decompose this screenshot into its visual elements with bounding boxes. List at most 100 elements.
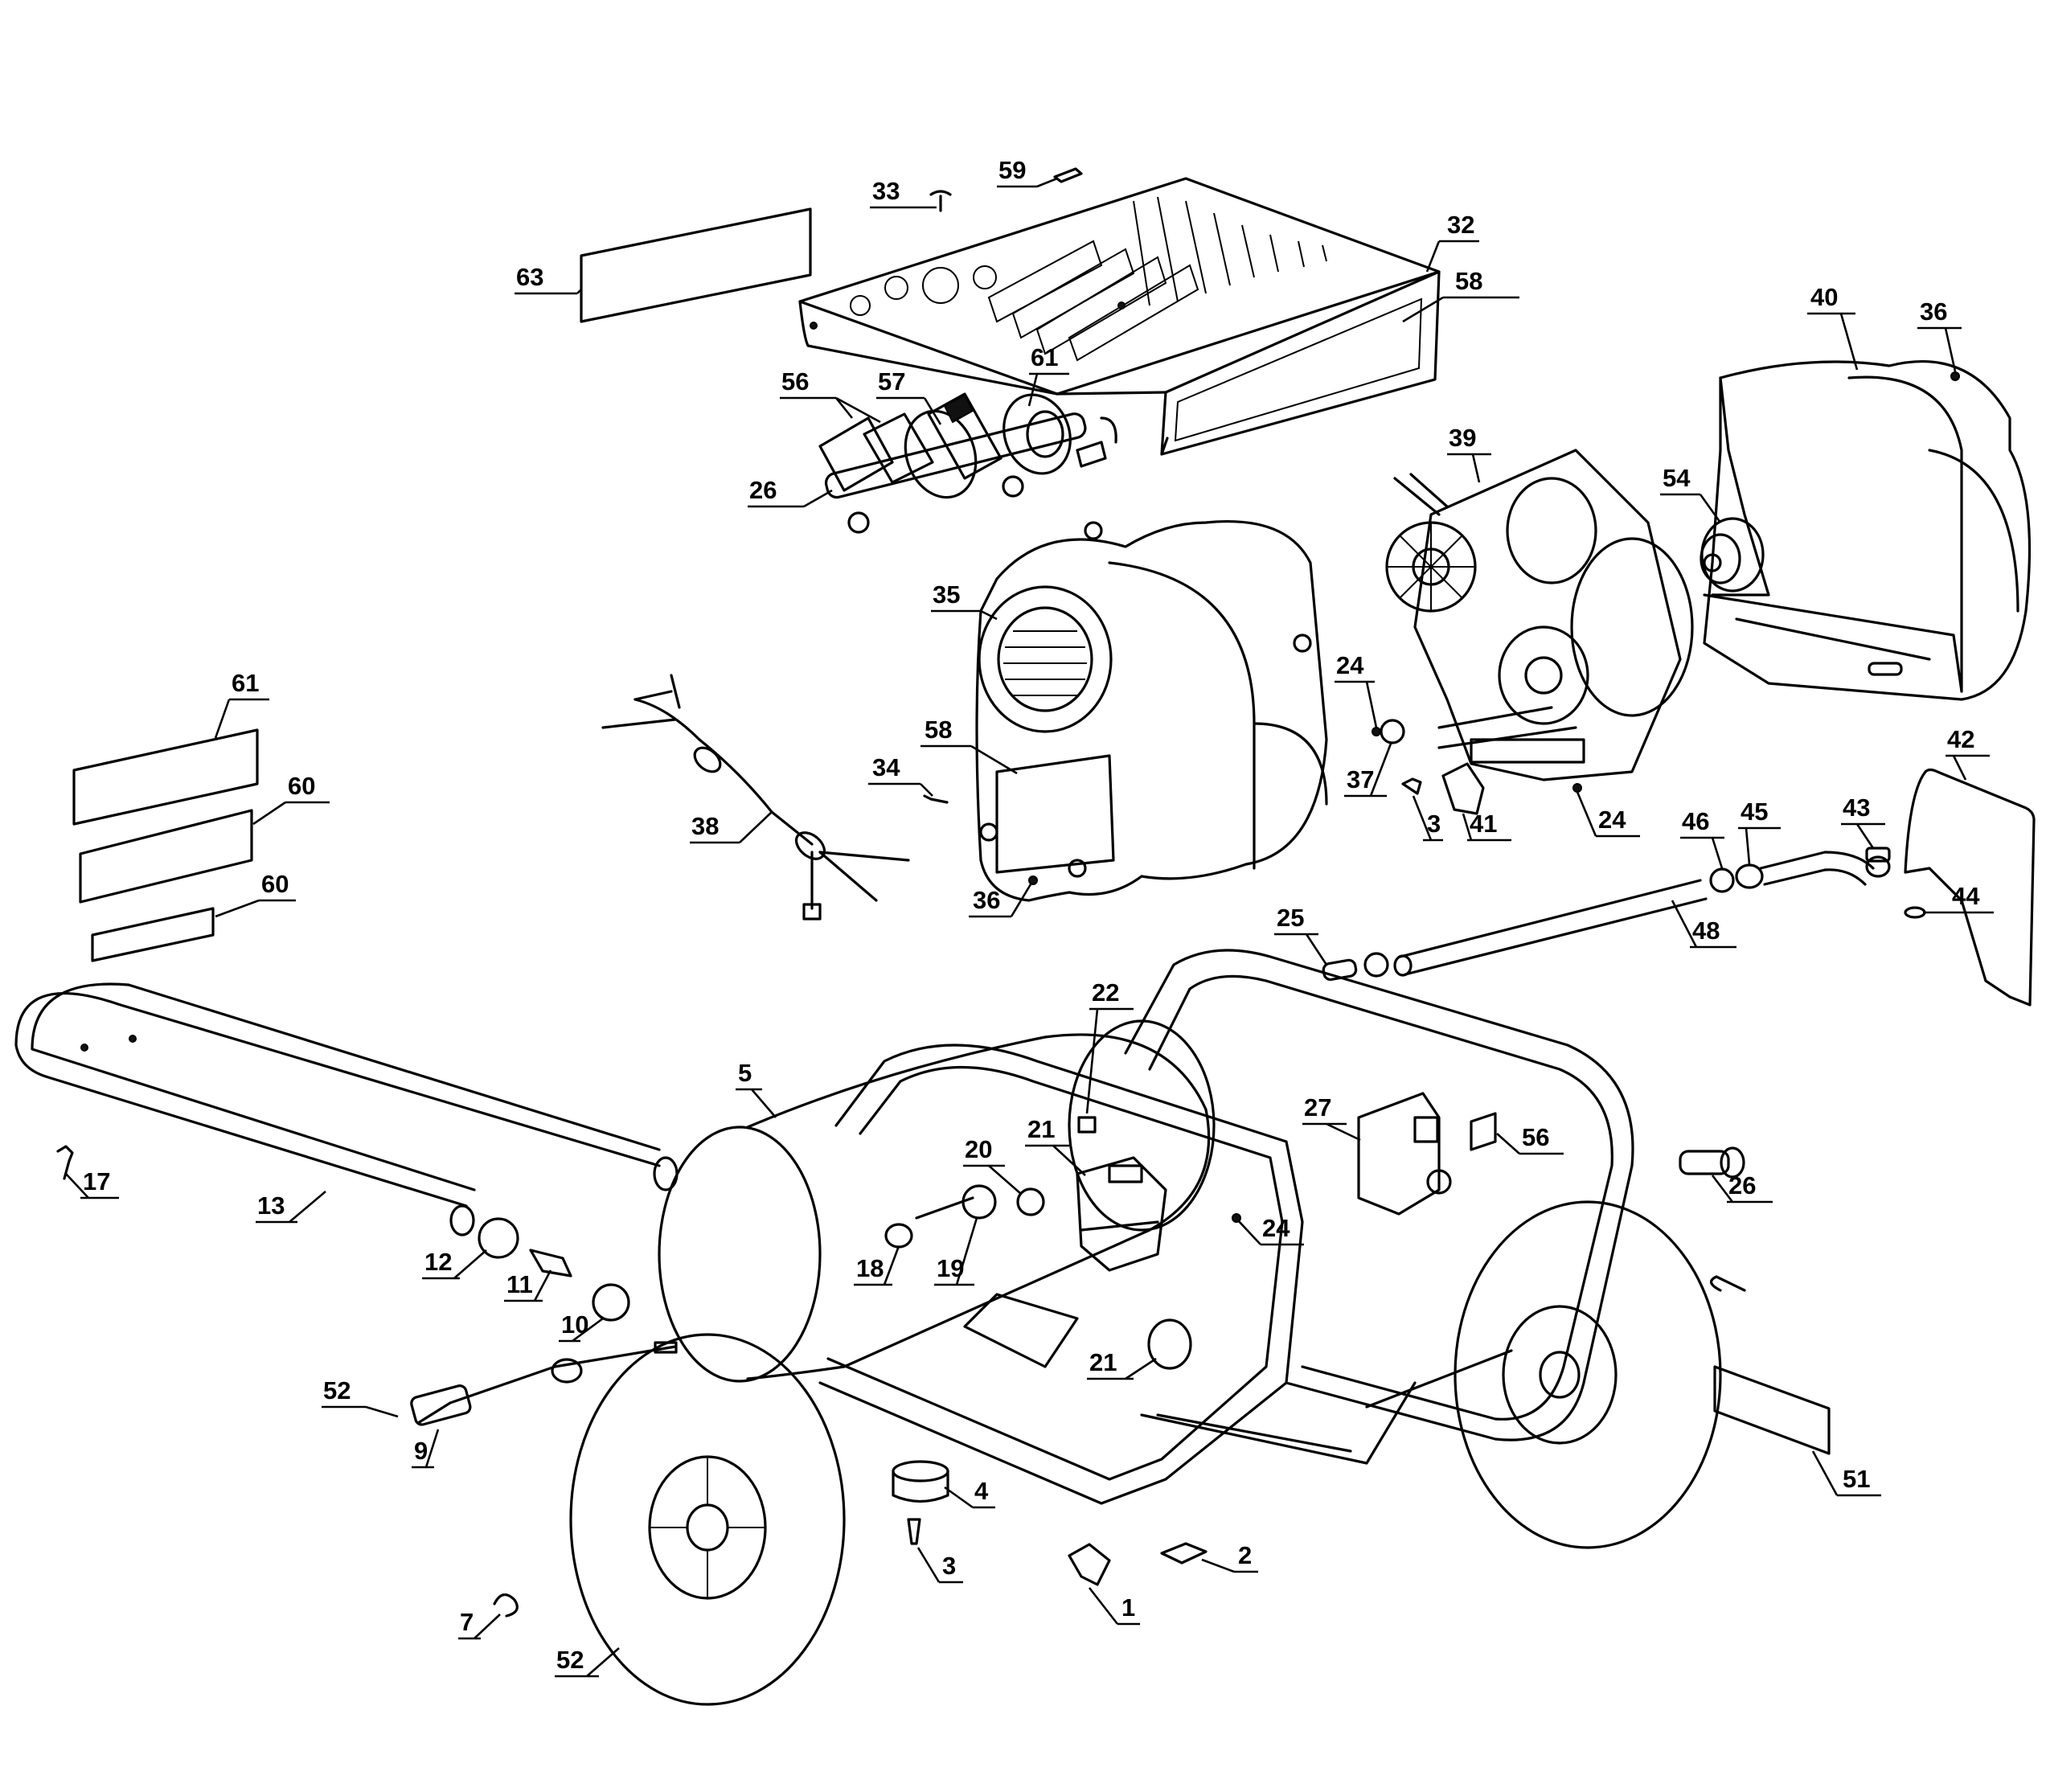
fitting-25 bbox=[1322, 952, 1389, 982]
callout-44: 46 bbox=[1682, 807, 1709, 835]
fitting-26 bbox=[1679, 1146, 1745, 1179]
callout-35: 37 bbox=[1347, 765, 1374, 793]
clamp-44 bbox=[1709, 867, 1735, 893]
callout-2: 2 bbox=[1238, 1541, 1252, 1569]
callout-11: 12 bbox=[424, 1248, 452, 1276]
motor-cover-34 bbox=[975, 519, 1328, 902]
callout-63: 63 bbox=[516, 263, 543, 291]
part-1 bbox=[1068, 1543, 1111, 1586]
callout-58-text: 58 bbox=[925, 716, 952, 744]
callout-24-lower: 24 bbox=[1262, 1214, 1290, 1242]
callout-34: 35 bbox=[933, 580, 960, 609]
hose-45 bbox=[1393, 851, 1875, 977]
callout-17: 18 bbox=[856, 1254, 884, 1282]
washer-35 bbox=[1380, 719, 1405, 744]
fitting-17 bbox=[884, 1223, 913, 1249]
callout-24-upper: 24 bbox=[1336, 651, 1364, 679]
housing-38 bbox=[1703, 359, 2032, 701]
part-2 bbox=[1160, 1542, 1208, 1564]
bushing-11 bbox=[478, 1217, 519, 1259]
screw-32 bbox=[923, 794, 949, 804]
pressure-switch-27 bbox=[1357, 1092, 1452, 1216]
fitting-42 bbox=[1904, 906, 1926, 919]
callout-26-text: 26 bbox=[1728, 1171, 1756, 1199]
callout-52-text: 52 bbox=[323, 1376, 351, 1404]
callout-32: 34 bbox=[872, 753, 900, 781]
label-56 bbox=[1470, 1112, 1497, 1151]
callout-41: 43 bbox=[1843, 793, 1870, 822]
decal-63 bbox=[580, 207, 812, 323]
wire-harness-36 bbox=[601, 674, 910, 921]
tank-5 bbox=[658, 1019, 1216, 1383]
callout-21-text: 21 bbox=[1089, 1348, 1117, 1376]
decal-61 bbox=[72, 728, 259, 826]
fitting-19 bbox=[1016, 1187, 1045, 1216]
callout-61-text: 61 bbox=[232, 669, 259, 697]
frame bbox=[818, 949, 1634, 1505]
callout-5: 5 bbox=[738, 1059, 752, 1087]
clip-53 bbox=[1053, 167, 1083, 183]
bearing-48 bbox=[1700, 517, 1765, 593]
callout-54: 60 bbox=[288, 772, 315, 800]
screw-33-lower bbox=[1028, 875, 1038, 885]
fitting-41 bbox=[1865, 847, 1891, 878]
foot-4 bbox=[892, 1460, 949, 1503]
callout-3-upper: 3 bbox=[1427, 810, 1441, 838]
callout-18: 19 bbox=[937, 1254, 964, 1282]
nut-43 bbox=[1735, 863, 1764, 889]
fitting-18 bbox=[961, 1184, 997, 1220]
screw-24-c bbox=[1232, 1213, 1241, 1223]
screw-3-upper bbox=[1401, 777, 1422, 795]
callouts: 63 33 59 32 58 56 57 61 26 35 57 58 34 bbox=[65, 156, 1994, 1678]
callout-13: 17 bbox=[83, 1167, 110, 1195]
screw-24-a bbox=[1372, 727, 1381, 736]
bracket-39 bbox=[1441, 762, 1485, 815]
wheel-46-left bbox=[569, 1333, 846, 1706]
callout-12: 13 bbox=[257, 1191, 285, 1220]
callout-49: 56 bbox=[781, 367, 809, 396]
drawing bbox=[14, 167, 2036, 1706]
callout-3-lower: 3 bbox=[942, 1552, 956, 1580]
callout-33-upper: 36 bbox=[1920, 297, 1947, 326]
callout-51: 51 bbox=[1843, 1465, 1870, 1493]
motor-37 bbox=[1385, 449, 1694, 781]
callout-22: 22 bbox=[1092, 978, 1119, 1007]
callout-45: 48 bbox=[1692, 917, 1720, 945]
callout-57: 61 bbox=[1031, 343, 1058, 371]
callout-31: 33 bbox=[872, 177, 900, 205]
callout-19: 20 bbox=[965, 1135, 992, 1163]
callout-43: 45 bbox=[1741, 798, 1768, 826]
regulator-20 bbox=[1076, 1156, 1167, 1272]
handle-12 bbox=[14, 982, 679, 1236]
callout-33-lower: 36 bbox=[973, 886, 1000, 914]
power-cord-8 bbox=[410, 1341, 678, 1426]
callout-30: 32 bbox=[1447, 211, 1474, 239]
callout-25: 25 bbox=[1277, 904, 1304, 932]
cotter-pin-7 bbox=[493, 1593, 519, 1618]
callout-1: 1 bbox=[1121, 1593, 1135, 1622]
callout-9: 10 bbox=[561, 1310, 588, 1339]
screw-31 bbox=[929, 190, 952, 212]
callout-59: 58 bbox=[1455, 267, 1482, 295]
part-9 bbox=[592, 1283, 630, 1322]
screw-33-upper bbox=[1950, 371, 1960, 381]
manifold-29 bbox=[818, 392, 1117, 534]
callout-56: 56 bbox=[1522, 1123, 1549, 1151]
part-22 bbox=[1077, 1116, 1097, 1134]
decal-60 bbox=[91, 907, 215, 962]
screw-24-b bbox=[1572, 783, 1582, 793]
callout-40: 42 bbox=[1947, 725, 1974, 753]
callout-24-mid: 24 bbox=[1598, 806, 1626, 834]
shroud-30 bbox=[798, 177, 1441, 456]
rod-18 bbox=[915, 1196, 974, 1220]
callout-10: 11 bbox=[506, 1270, 533, 1298]
callout-39: 41 bbox=[1470, 810, 1497, 838]
callout-36: 38 bbox=[691, 812, 719, 840]
callout-60: 60 bbox=[261, 870, 289, 898]
callout-4: 4 bbox=[974, 1477, 989, 1505]
handle-40 bbox=[1904, 768, 2036, 1007]
callout-46: 52 bbox=[556, 1646, 584, 1674]
cotter-pin-right bbox=[1710, 1275, 1746, 1292]
callout-20: 21 bbox=[1027, 1115, 1055, 1143]
